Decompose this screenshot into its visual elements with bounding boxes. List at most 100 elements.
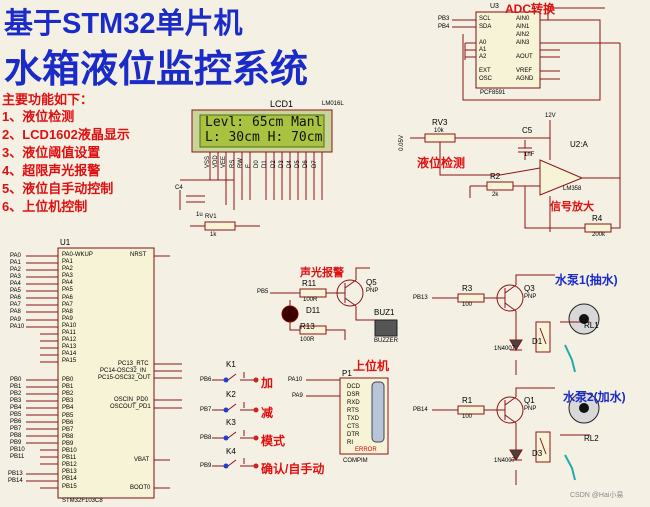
mcu-inner-pin-b: PB2 xyxy=(62,391,74,398)
key-k1[interactable]: K1 xyxy=(226,360,236,369)
feature-item: 6、上位机控制 xyxy=(2,199,88,214)
lcd-pin: D3 xyxy=(278,160,285,168)
feature-item: 3、液位阈值设置 xyxy=(2,145,101,160)
serial-pin: CTS xyxy=(347,424,359,430)
adc-chip-body xyxy=(475,11,541,89)
mcu-port-pb-low: PB14 xyxy=(8,478,23,484)
mcu-inner-pin-b: PB6 xyxy=(62,419,74,426)
mcu-pin: PC13_RTC xyxy=(118,361,149,367)
pump2-rl: RL2 xyxy=(584,434,599,443)
r13-value: 100R xyxy=(300,337,315,343)
key-label: 模式 xyxy=(261,434,286,448)
rv3-label: RV3 xyxy=(432,118,448,127)
mcu-port-pb: PB1 xyxy=(10,384,22,390)
sensor-voltage: 0.05V xyxy=(398,135,405,151)
lcd-pin: D2 xyxy=(270,160,277,168)
d11-label: D11 xyxy=(306,306,321,315)
pump1-q-type: PNP xyxy=(524,294,537,300)
adc-pin: EXT xyxy=(479,68,491,74)
features-heading: 主要功能如下： xyxy=(2,92,94,107)
key-k2[interactable]: K2 xyxy=(226,390,236,399)
adc-port-pb3: PB3 xyxy=(438,16,450,22)
lcd-pin: D6 xyxy=(303,160,310,168)
lcd-pin: D7 xyxy=(311,160,318,168)
pump2-q-type: PNP xyxy=(524,406,537,412)
title-line2: 水箱液位监控系统 xyxy=(4,49,309,91)
adc-port-pb4: PB4 xyxy=(438,24,450,30)
mcu-inner-pin: PA7 xyxy=(62,301,73,308)
mcu-pin: OSCIN_PD0 xyxy=(114,397,149,403)
key-k3[interactable]: K3 xyxy=(226,418,236,427)
mcu-pin: PC14-OSC32_IN xyxy=(100,368,147,374)
serial-label: P1 xyxy=(342,369,352,378)
lcd-pin: RW xyxy=(237,158,244,168)
c5-label: C5 xyxy=(522,126,533,135)
buz-type: BUZZER xyxy=(374,338,398,344)
mcu-port-pb: PB3 xyxy=(10,398,22,404)
mcu-chip: STM32F103C8 xyxy=(62,498,103,504)
mcu-port-pa: PA6 xyxy=(10,295,21,301)
adc-title: ADC转换 xyxy=(505,2,555,16)
r11-label: R11 xyxy=(302,279,317,288)
serial-pin: DSR xyxy=(347,392,360,398)
mcu-port-pb: PB9 xyxy=(10,440,22,446)
feature-item: 4、超限声光报警 xyxy=(2,163,101,178)
lcd-label: LCD1 xyxy=(270,99,294,109)
alarm-title: 声光报警 xyxy=(300,267,344,279)
adc-pin: AIN0 xyxy=(516,16,530,22)
mcu-port-pb-low: PB13 xyxy=(8,471,23,477)
mcu-pin: VBAT xyxy=(134,457,150,463)
q5-label: Q5 xyxy=(366,278,377,287)
pump2-title: 水泵2(加水) xyxy=(563,390,626,404)
r2-value: 2k xyxy=(492,192,499,198)
r4-label: R4 xyxy=(592,214,603,223)
mcu-inner-pin-b: PB14 xyxy=(62,476,77,483)
key-k4[interactable]: K4 xyxy=(226,447,236,456)
mcu-port-pa: PA0 xyxy=(10,253,21,259)
pump1-d-type: 1N4007 xyxy=(494,346,516,352)
feature-item: 1、液位检测 xyxy=(2,109,75,124)
mcu-inner-pin: PA13 xyxy=(62,344,77,351)
mcu-port-pb: PB8 xyxy=(10,433,22,439)
key-port: PB8 xyxy=(200,435,212,441)
mcu-inner-pin-b: PB3 xyxy=(62,398,74,405)
opamp-label: U2:A xyxy=(570,140,588,149)
c5-value: 1nF xyxy=(524,152,535,158)
adc-pin: A0 xyxy=(479,40,487,46)
serial-error: ERROR xyxy=(355,447,377,453)
pump2-d-type: 1N4007 xyxy=(494,458,516,464)
sensor-title: 液位检测 xyxy=(417,156,466,170)
mcu-port-pa: PA3 xyxy=(10,274,21,280)
lcd-pin: D0 xyxy=(254,160,261,168)
serial-pin: RTS xyxy=(347,408,359,414)
mcu-inner-pin: PA2 xyxy=(62,266,73,273)
serial-pin: TXD xyxy=(347,416,359,422)
r2-label: R2 xyxy=(490,172,501,181)
mcu-port-pb: PB4 xyxy=(10,405,22,411)
serial-name: COMPIM xyxy=(343,458,368,464)
mcu-pin: NRST xyxy=(130,252,147,258)
adc-pin: AOUT xyxy=(516,54,533,60)
mcu-inner-pin-b: PB8 xyxy=(62,433,74,440)
serial-pin: DCD xyxy=(347,384,360,390)
key-port: PB6 xyxy=(200,377,212,383)
opamp-chip: LM358 xyxy=(563,186,582,192)
pump1-r: R3 xyxy=(462,284,473,293)
mcu-inner-pin: PA1 xyxy=(62,259,73,265)
rv1-label: RV1 xyxy=(205,214,217,220)
feature-item: 2、LCD1602液晶显示 xyxy=(2,127,130,142)
title-line1: 基于STM32单片机 xyxy=(4,8,243,40)
lcd-pin: E xyxy=(246,163,252,168)
mcu-port-pa: PA5 xyxy=(10,288,21,294)
key-label: 加 xyxy=(261,376,274,390)
alarm-port: PB5 xyxy=(257,289,269,295)
mcu-inner-pin: PA12 xyxy=(62,337,77,344)
pump2-r-value: 100 xyxy=(462,414,473,420)
key-label: 减 xyxy=(261,406,274,420)
pump1-q: Q3 xyxy=(524,284,535,293)
serial-pin: RI xyxy=(347,440,353,446)
adc-pin: SCL xyxy=(479,16,491,22)
mcu-inner-pin-b: PB5 xyxy=(62,412,74,419)
mcu-pin: PA0-WKUP xyxy=(62,252,93,258)
lcd-pin: D1 xyxy=(262,160,269,168)
